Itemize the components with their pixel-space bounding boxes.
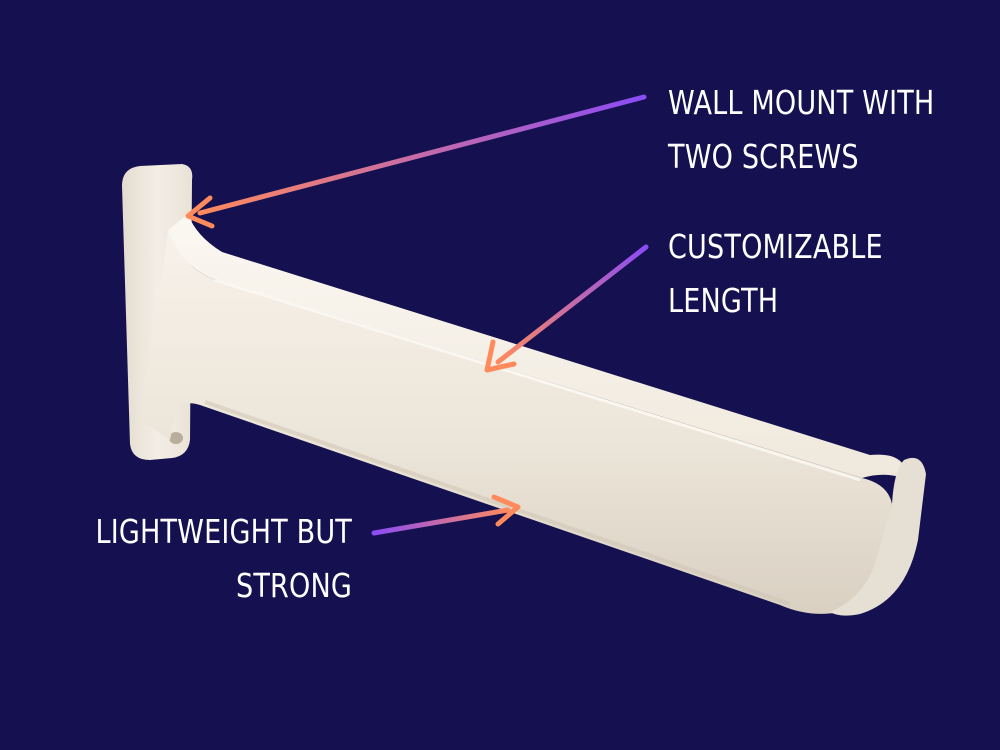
bracket-tip [830, 457, 926, 616]
arrow-wall-mount [185, 94, 647, 229]
bracket-arm-side [140, 230, 892, 614]
callout-wall-mount-line1: WALL MOUNT WITH [668, 83, 935, 122]
callout-length-line1: CUSTOMIZABLE [668, 227, 883, 266]
screw-hole [169, 432, 183, 444]
callout-strength-line1: LIGHTWEIGHT BUT [95, 512, 352, 551]
arrow-length [484, 244, 649, 373]
callout-wall-mount-line2: TWO SCREWS [668, 137, 859, 176]
callout-wall-mount: WALL MOUNT WITH TWO SCREWS [668, 76, 934, 184]
arrow-strength [371, 494, 521, 536]
bracket-edge-shadow [204, 400, 791, 606]
callout-length-line2: LENGTH [668, 281, 779, 320]
callout-strength: LIGHTWEIGHT BUT STRONG [95, 505, 352, 613]
bracket-arm-top [168, 214, 912, 482]
bracket-edge-highlight [214, 278, 861, 482]
shelf-bracket [122, 164, 926, 616]
callout-strength-line2: STRONG [235, 566, 352, 605]
callout-length: CUSTOMIZABLE LENGTH [668, 220, 883, 328]
